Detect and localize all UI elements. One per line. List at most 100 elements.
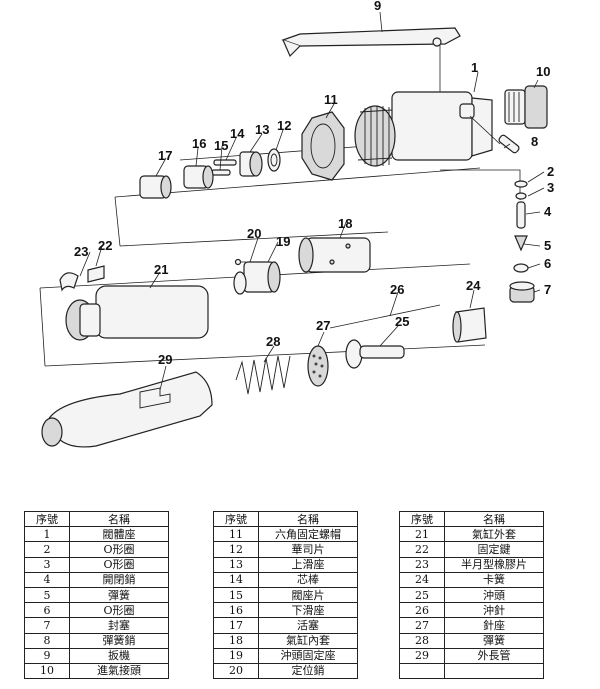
part-24-circlip (452, 307, 487, 343)
part-no: 29 (399, 647, 445, 664)
part-name: O形圈 (69, 602, 169, 619)
part-name (444, 662, 544, 680)
part-2-o-ring (514, 180, 528, 188)
part-no: 26 (399, 602, 445, 619)
part-name: 氣缸外套 (444, 526, 544, 543)
part-16-lower-slide (183, 165, 214, 189)
part-no: 5 (24, 586, 70, 604)
callout-10: 10 (536, 64, 550, 79)
part-5-spring (514, 235, 528, 252)
part-no: 14 (213, 571, 259, 588)
callout-22: 22 (98, 238, 112, 253)
part-name: 活塞 (258, 617, 358, 634)
part-26-punch-needle (329, 304, 441, 329)
part-22-fixing-key (87, 265, 105, 283)
callout-3: 3 (547, 180, 554, 195)
part-9-trigger (281, 27, 461, 58)
part-23-half-moon-rubber (59, 272, 79, 292)
callout-12: 12 (277, 118, 291, 133)
part-21-cylinder-outer-sleeve (65, 285, 209, 341)
callout-25: 25 (395, 314, 409, 329)
part-no: 21 (399, 526, 445, 543)
callout-7: 7 (544, 282, 551, 297)
callout-labels: 1 2 3 4 5 6 7 8 9 10 11 12 13 14 15 16 1… (74, 0, 554, 367)
part-no: 24 (399, 571, 445, 588)
part-no: 23 (399, 556, 445, 573)
part-no: 8 (24, 632, 70, 649)
part-15-valve-seat-disc (211, 169, 231, 176)
part-name: 閥座片 (258, 586, 358, 604)
part-no: 25 (399, 586, 445, 604)
part-name: 彈簧 (69, 586, 169, 604)
part-20-locating-pin (234, 258, 246, 266)
part-no: 6 (24, 602, 70, 619)
callout-24: 24 (466, 278, 481, 293)
part-name: 上滑座 (258, 556, 358, 573)
part-12-washer (267, 148, 281, 172)
callout-15: 15 (214, 138, 228, 153)
part-name: 六角固定螺帽 (258, 526, 358, 543)
part-no: 22 (399, 541, 445, 558)
part-no: 15 (213, 586, 259, 604)
part-no: 27 (399, 617, 445, 634)
part-no: 10 (24, 662, 70, 680)
part-name: O形圈 (69, 541, 169, 558)
part-8-spring-pin (469, 115, 520, 154)
part-6-o-ring (513, 263, 529, 273)
part-no: 13 (213, 556, 259, 573)
part-18-cylinder-inner-sleeve (298, 237, 371, 273)
part-no: 9 (24, 647, 70, 664)
part-no: 28 (399, 632, 445, 649)
part-name: 沖頭固定座 (258, 647, 358, 664)
part-name: 半月型橡膠片 (444, 556, 544, 573)
callout-2: 2 (547, 164, 554, 179)
header-no: 序號 (213, 510, 259, 528)
part-17-piston (139, 175, 172, 199)
part-name: 沖頭 (444, 586, 544, 604)
part-no: 7 (24, 617, 70, 634)
part-name: 外長管 (444, 647, 544, 664)
part-no: 2 (24, 541, 70, 558)
part-name: 沖針 (444, 602, 544, 619)
part-name: 開閉銷 (69, 571, 169, 588)
part-29-outer-long-tube (41, 371, 213, 448)
callout-26: 26 (390, 282, 404, 297)
part-19-punch-holder (233, 261, 281, 295)
callout-23: 23 (74, 244, 88, 259)
header-name: 名稱 (444, 510, 544, 528)
header-no: 序號 (399, 510, 445, 528)
part-name: 下滑座 (258, 602, 358, 619)
part-name: 進氣接頭 (69, 662, 169, 680)
callout-21: 21 (154, 262, 168, 277)
part-28-spring (235, 355, 291, 395)
table-row (399, 662, 544, 680)
part-27-needle-seat (307, 345, 329, 387)
callout-13: 13 (255, 122, 269, 137)
part-25-punch (345, 339, 405, 369)
header-name: 名稱 (69, 510, 169, 528)
callout-8: 8 (531, 134, 538, 149)
callout-27: 27 (316, 318, 330, 333)
part-name: 固定鍵 (444, 541, 544, 558)
part-11-hex-nut (301, 111, 345, 181)
callout-11: 11 (324, 92, 338, 107)
